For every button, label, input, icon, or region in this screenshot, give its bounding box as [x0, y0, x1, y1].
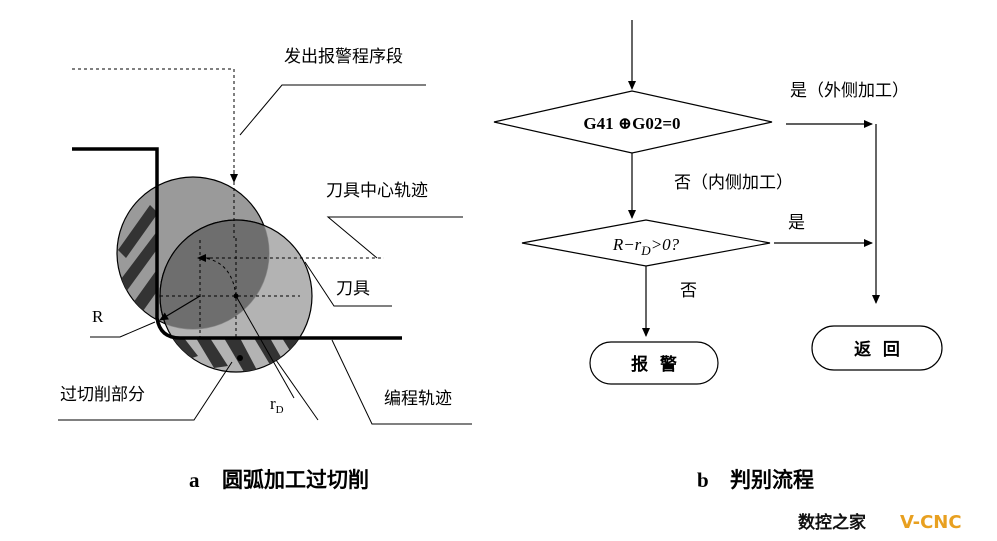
overcut-diagram: 发出报警程序段 刀具中心轨迹 刀具 R 过切削部分 rD 编程轨迹 a 圆弧加工…	[58, 47, 472, 492]
decision-2	[521, 219, 771, 267]
watermark-en: V-CNC	[900, 512, 962, 533]
yes-label-2: 是	[788, 213, 805, 233]
tool-label: 刀具	[336, 279, 370, 299]
decision-1	[493, 90, 773, 154]
alarm-terminal	[589, 341, 719, 385]
tool-center-label: 刀具中心轨迹	[326, 181, 428, 201]
flowchart: G41 ⊕G02=0 是（外侧加工） 否（内侧加工） R−rD>0? 是 否 报…	[493, 20, 943, 492]
caption-b-letter: b	[697, 468, 709, 492]
alarm-block-label: 发出报警程序段	[284, 47, 403, 67]
watermark-cn: 数控之家	[798, 512, 866, 533]
alarm-terminal-text: 报 警	[631, 354, 677, 375]
decision-2-text: R−rD>0?	[612, 235, 680, 258]
no-inner-label: 否（内侧加工）	[674, 173, 793, 193]
caption-a-text: 圆弧加工过切削	[222, 468, 369, 492]
overcut-label: 过切削部分	[60, 385, 145, 405]
decision-1-text: G41 ⊕G02=0	[583, 114, 680, 133]
caption-b-text: 判别流程	[730, 468, 814, 492]
return-terminal	[811, 325, 943, 371]
watermark: 数控之家 V-CNC	[798, 512, 962, 533]
no-label-2: 否	[680, 281, 697, 301]
program-path-label: 编程轨迹	[384, 389, 452, 409]
radius-label: R	[92, 307, 104, 326]
program-path	[72, 147, 402, 340]
yes-outer-label: 是（外侧加工）	[790, 81, 909, 101]
return-terminal-text: 返 回	[854, 340, 900, 360]
caption-a-letter: a	[189, 468, 200, 492]
alarm-block-path	[72, 68, 235, 182]
rd-label: rD	[270, 394, 284, 416]
